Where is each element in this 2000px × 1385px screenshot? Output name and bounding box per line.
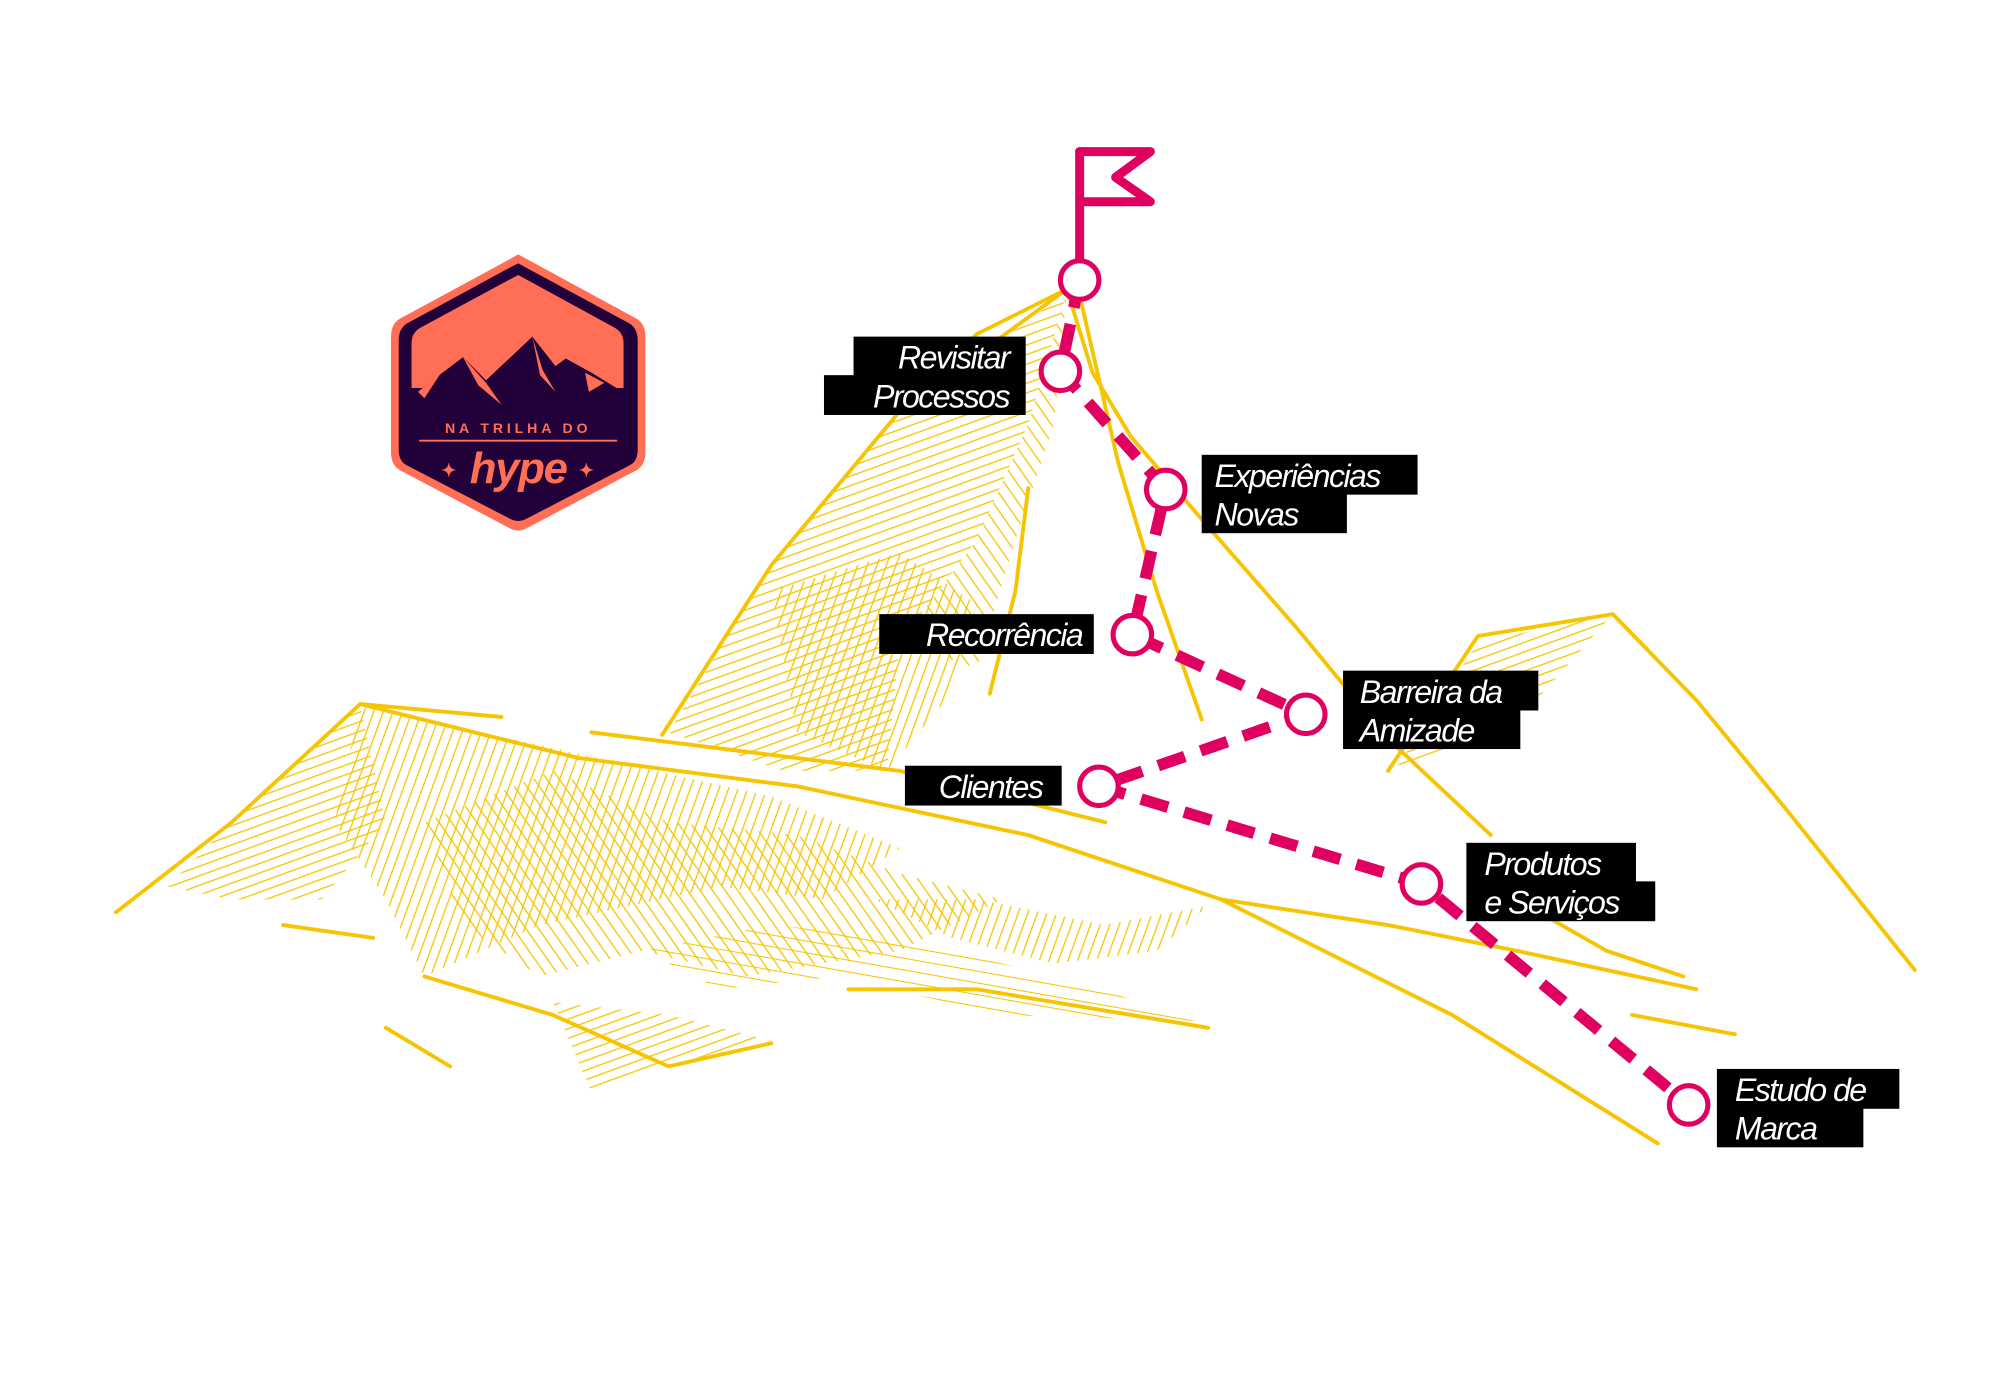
step-label-text: Marca	[1735, 1111, 1817, 1147]
trail-node	[1399, 862, 1444, 906]
summit-node	[1057, 258, 1102, 302]
label-background	[1201, 493, 1347, 534]
step-label-recorrencia: Recorrência	[879, 614, 1094, 654]
step-label-text: Experiências	[1215, 458, 1382, 494]
step-label-clientes: Clientes	[904, 765, 1062, 806]
step-label-text: Barreira da	[1360, 674, 1503, 710]
step-label-text: Clientes	[939, 769, 1044, 805]
mountain-illustration	[114, 287, 1917, 1146]
na-trilha-do-hype-logo: NA TRILHA DO hype ✦ ✦	[391, 254, 646, 531]
step-label-text: Recorrência	[926, 617, 1083, 653]
step-label-text: Produtos	[1484, 846, 1602, 882]
step-label-text: Amizade	[1358, 712, 1475, 748]
label-background	[823, 375, 1026, 415]
label-background	[879, 614, 1094, 654]
trail-node	[1038, 349, 1083, 394]
step-label-text: Processos	[873, 378, 1011, 414]
sparkle-icon: ✦	[579, 461, 594, 481]
step-label-text: Revisitar	[898, 340, 1012, 376]
trail-node	[1283, 692, 1328, 737]
label-background	[1201, 454, 1418, 495]
logo-text-na-trilha-do: NA TRILHA DO	[445, 420, 591, 436]
trail-node	[1077, 764, 1121, 809]
label-background	[1343, 670, 1539, 711]
sparkle-icon: ✦	[441, 461, 456, 481]
logo-text-hype: hype	[470, 444, 568, 493]
step-label-text: Estudo de	[1735, 1072, 1866, 1108]
trail-path	[1054, 278, 1693, 1110]
label-background	[1716, 1107, 1864, 1148]
step-label-text: Novas	[1215, 496, 1300, 532]
flag-icon	[1075, 147, 1155, 268]
label-background	[1343, 709, 1521, 750]
trail-node	[1143, 467, 1188, 512]
label-background	[1466, 842, 1636, 883]
label-background	[904, 765, 1062, 806]
label-background	[1716, 1068, 1900, 1109]
trail-node	[1666, 1083, 1711, 1127]
trail-node	[1110, 612, 1155, 657]
label-background	[853, 336, 1026, 377]
label-background	[1466, 881, 1656, 922]
step-label-text: e Serviços	[1484, 884, 1620, 920]
